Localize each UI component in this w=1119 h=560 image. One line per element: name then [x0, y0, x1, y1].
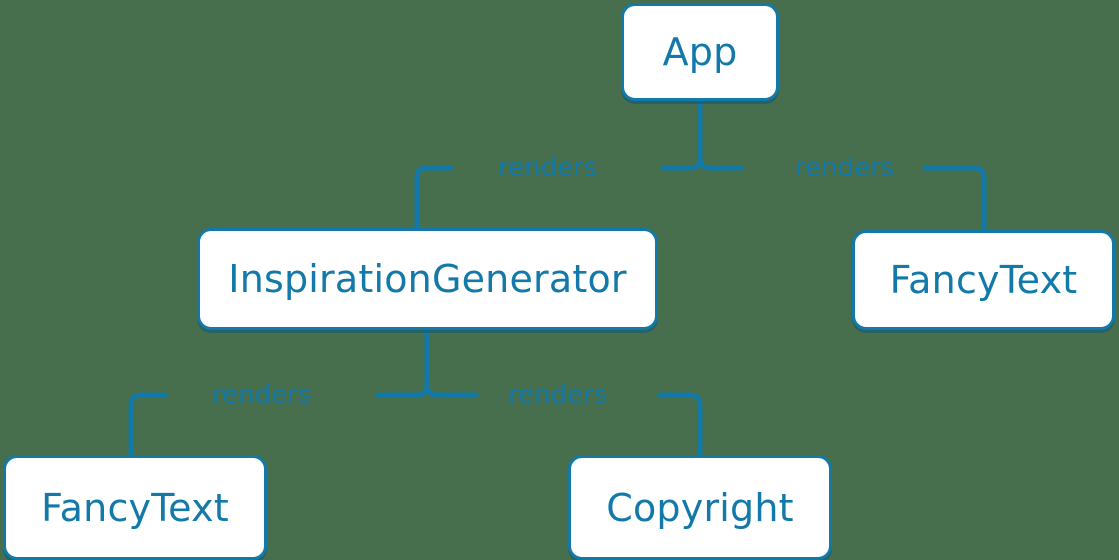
node-app-label: App — [662, 30, 738, 74]
edge-label-inspiration-generator-to-copyright: renders — [508, 380, 608, 410]
edge-label-app-to-inspiration-generator: renders — [498, 153, 598, 183]
edge-label-app-to-fancy-text: renders — [795, 153, 895, 183]
edge-app-to-fancy-right-left-seg — [697, 155, 744, 171]
edge-inspgen-to-fancy-left-left-seg — [128, 392, 168, 458]
edge-inspgen-to-copyright-right-seg — [657, 392, 703, 458]
node-fancy-text-left-label: FancyText — [41, 485, 229, 530]
node-inspiration-generator[interactable]: InspirationGenerator — [197, 228, 658, 330]
node-fancy-text-right-label: FancyText — [889, 258, 1078, 302]
edge-label-inspiration-generator-to-fancy-text: renders — [212, 380, 312, 410]
node-inspiration-generator-label: InspirationGenerator — [228, 257, 627, 301]
edge-inspgen-to-fancy-left-right-seg — [375, 382, 430, 398]
node-copyright-label: Copyright — [606, 485, 794, 530]
edge-app-to-inspgen-right-seg — [660, 155, 703, 171]
node-fancy-text-left[interactable]: FancyText — [3, 455, 267, 560]
edge-inspgen-to-copyright-left-seg — [424, 382, 479, 398]
edge-app-to-fancy-right-right-seg — [922, 165, 987, 233]
node-app[interactable]: App — [621, 3, 779, 101]
node-fancy-text-right[interactable]: FancyText — [852, 230, 1115, 330]
edge-app-to-inspgen-left-seg — [414, 165, 454, 231]
node-copyright[interactable]: Copyright — [568, 455, 832, 560]
